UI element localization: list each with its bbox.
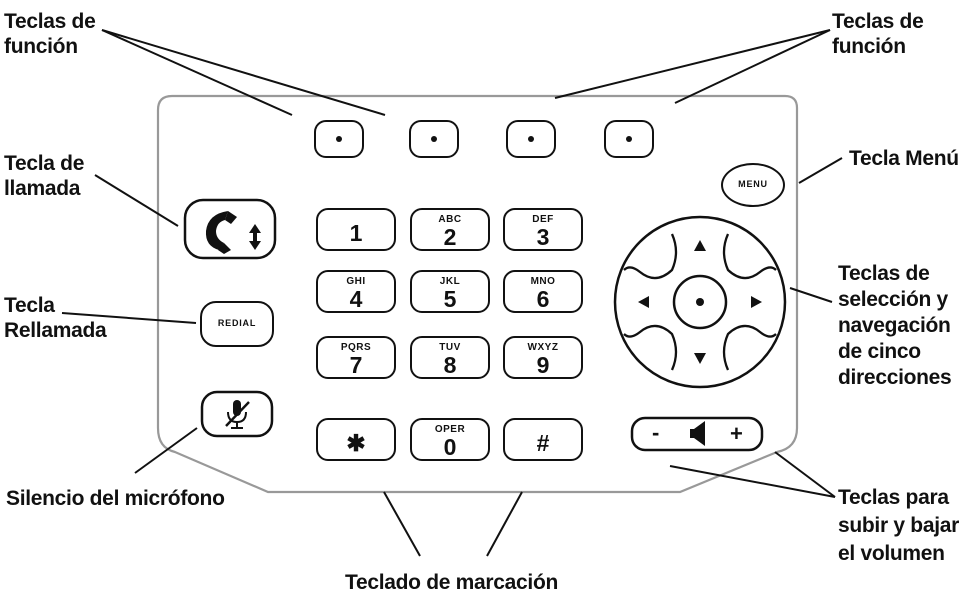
menu-button-label: MENU: [738, 179, 768, 189]
dial-key-letters: OPER: [434, 424, 466, 435]
leader-function-left-2: [101, 29, 386, 116]
dial-key-digit: 9: [536, 352, 550, 378]
dot-icon: [626, 136, 632, 142]
dial-key-letters: WXYZ: [527, 342, 559, 353]
dial-key[interactable]: #: [503, 418, 583, 461]
mute-button[interactable]: [200, 390, 274, 438]
dial-key-digit: 7: [349, 352, 363, 378]
dial-key[interactable]: 1: [316, 208, 396, 251]
dial-key-letters: JKL: [439, 276, 461, 287]
dial-key-letters: TUV: [439, 342, 461, 353]
leader-function-left-1: [101, 29, 293, 116]
navigation-cluster[interactable]: [613, 215, 787, 389]
leader-dialpad-1: [383, 491, 421, 557]
dot-icon: [431, 136, 437, 142]
dial-key-digit: 0: [443, 434, 457, 460]
leader-dialpad-2: [486, 491, 523, 557]
nav-right-arrow-icon[interactable]: [751, 296, 762, 308]
label-mute: Silencio del micrófono: [6, 487, 225, 510]
dial-key[interactable]: ✱: [316, 418, 396, 461]
dial-key-letters: GHI: [346, 276, 366, 287]
function-key-4[interactable]: [604, 120, 654, 158]
dial-key-digit: 6: [536, 286, 550, 312]
redial-button[interactable]: REDIAL: [200, 301, 274, 347]
leader-volume-1: [669, 465, 836, 498]
function-key-1[interactable]: [314, 120, 364, 158]
function-key-3[interactable]: [506, 120, 556, 158]
leader-mute: [134, 427, 198, 474]
volume-plus-button[interactable]: +: [730, 421, 743, 446]
speaker-icon: [690, 421, 705, 446]
label-menu-key: Tecla Menú: [849, 147, 959, 170]
redial-button-label: REDIAL: [217, 318, 257, 328]
leader-menu: [798, 157, 843, 184]
dot-icon: [336, 136, 342, 142]
leader-volume-2: [774, 451, 836, 498]
dial-key-digit: 2: [443, 224, 457, 250]
label-dialpad: Teclado de marcación: [345, 571, 559, 594]
function-key-2[interactable]: [409, 120, 459, 158]
nav-select-dot-icon: [696, 298, 704, 306]
call-button[interactable]: [183, 198, 277, 260]
dial-key-letters: ABC: [438, 214, 462, 225]
leader-function-right-2: [674, 29, 831, 104]
dial-key-digit: 3: [536, 224, 550, 250]
microphone-slash-icon: [225, 400, 250, 429]
dial-key-digit: 5: [443, 286, 457, 312]
nav-left-arrow-icon[interactable]: [638, 296, 649, 308]
dot-icon: [528, 136, 534, 142]
dial-key-letters: PQRS: [340, 342, 372, 353]
dial-key-letters: MNO: [530, 276, 556, 287]
phone-body-outline: [156, 94, 799, 494]
handset-arrows-icon: [205, 211, 261, 254]
volume-minus-button[interactable]: -: [652, 420, 660, 445]
dial-key-digit: 8: [443, 352, 457, 378]
nav-up-arrow-icon[interactable]: [694, 240, 706, 251]
dial-key-digit: ✱: [346, 430, 366, 456]
dial-key-digit: 1: [349, 220, 363, 246]
nav-down-arrow-icon[interactable]: [694, 353, 706, 364]
menu-button[interactable]: MENU: [721, 163, 785, 207]
dial-key-digit: #: [536, 430, 550, 456]
dial-key-letters: DEF: [532, 214, 554, 225]
dial-key-digit: 4: [349, 286, 363, 312]
leader-call: [94, 174, 179, 227]
volume-rocker[interactable]: [630, 416, 764, 452]
leader-nav: [789, 287, 833, 303]
leader-function-right-1: [554, 29, 831, 99]
leader-redial: [61, 312, 197, 324]
